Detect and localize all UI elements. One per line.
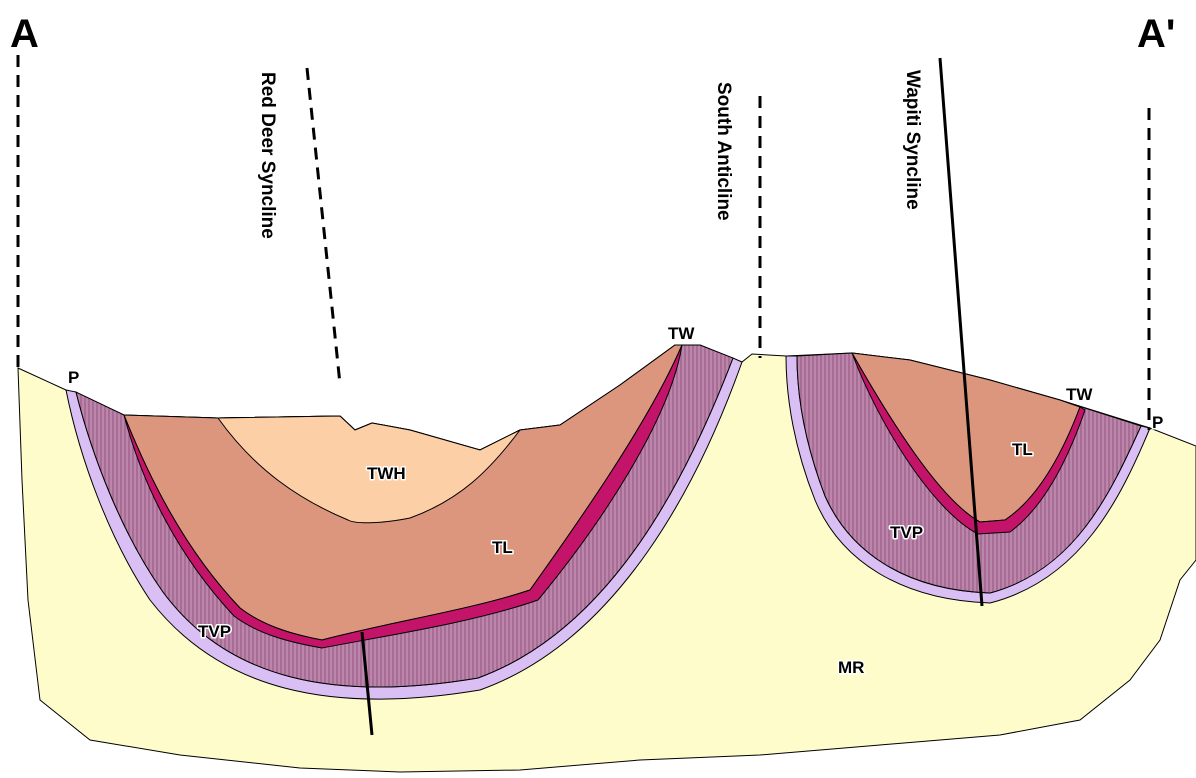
tl-unit-label-left: TL [492, 538, 513, 557]
tw-layer-right [851, 352, 1086, 535]
red-deer-axis-line-deep [360, 631, 374, 736]
tw-layer-left [123, 344, 683, 649]
tvp-unit-label-left: TVP [198, 622, 231, 641]
red-deer-syncline-label: Red Deer Syncline [257, 72, 278, 239]
tvp-unit-label-right: TVP [890, 523, 923, 542]
p-unit-label-right: P [1152, 413, 1163, 432]
south-anticline-label: South Anticline [713, 82, 734, 221]
p-unit-label-left: P [68, 368, 79, 387]
mr-unit-label: MR [838, 658, 864, 677]
red-deer-axis-line [305, 67, 342, 385]
twh-unit-label: TWH [367, 464, 406, 483]
tw-unit-label-mid: TW [668, 324, 695, 343]
section-end-label-left: A [10, 12, 39, 56]
twh-unit-area [217, 415, 521, 524]
tw-unit-label-right: TW [1066, 385, 1093, 404]
tl-unit-label-right: TL [1012, 440, 1033, 459]
wapiti-axis-line [938, 57, 984, 607]
section-end-label-right: A' [1137, 12, 1175, 56]
wapiti-syncline-label: Wapiti Syncline [902, 70, 923, 210]
